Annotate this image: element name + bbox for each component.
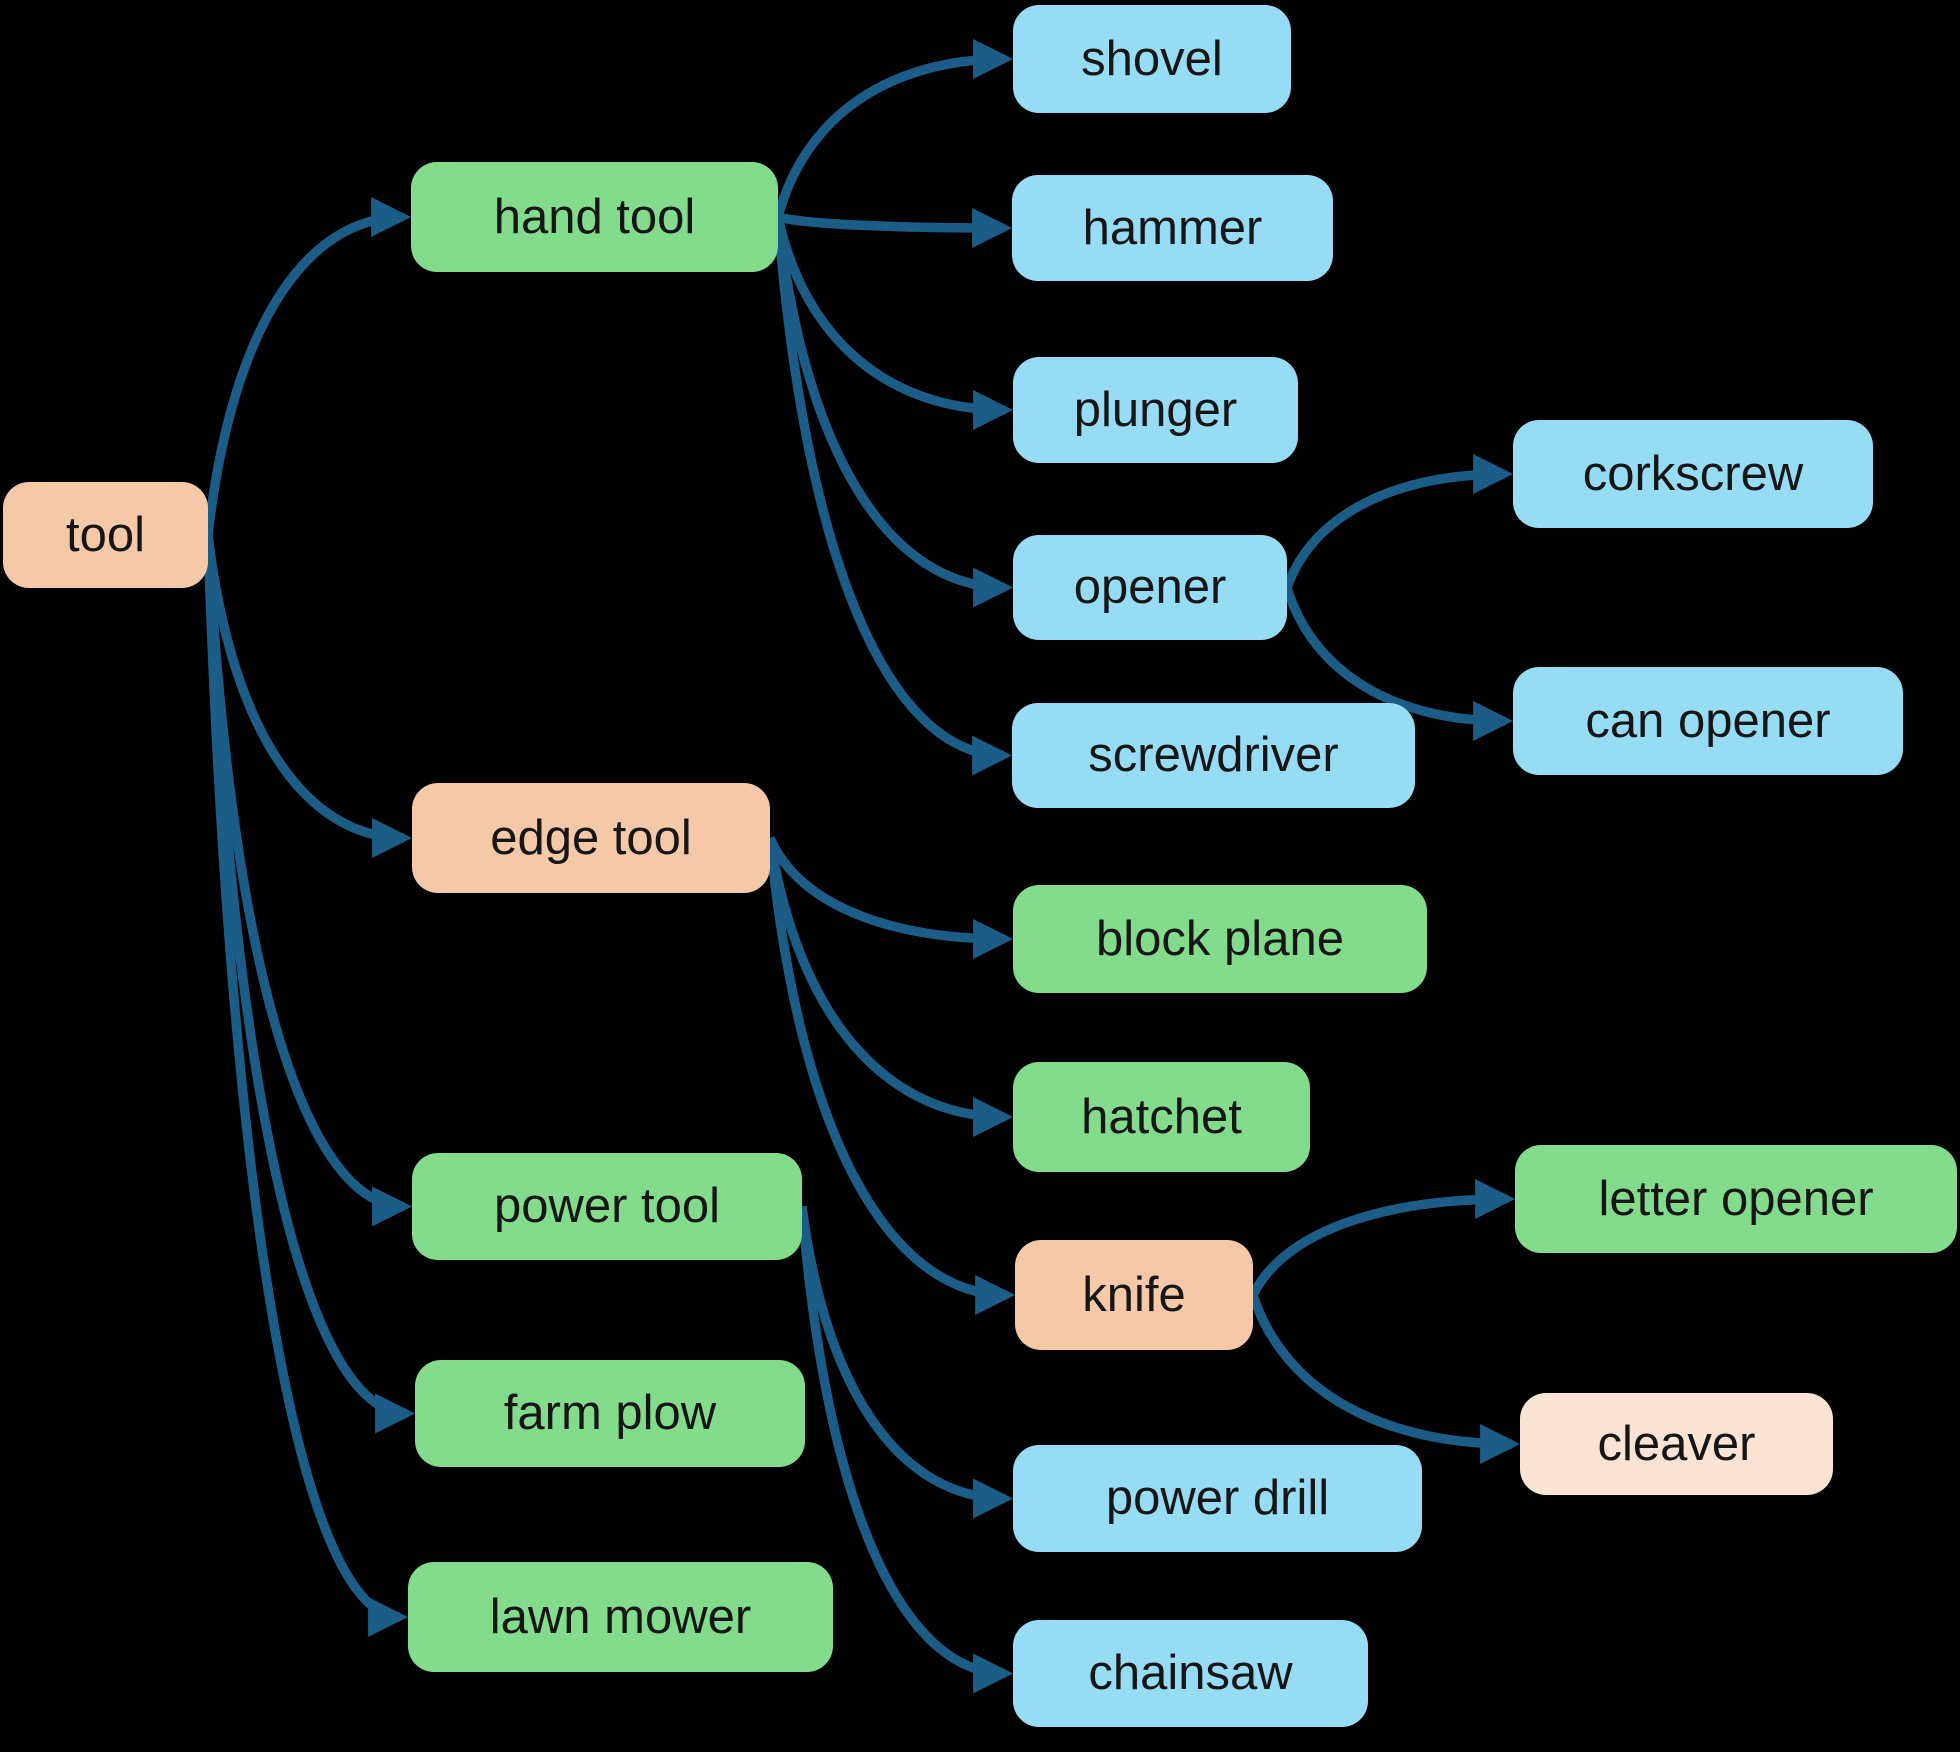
node-hammer: hammer bbox=[1012, 175, 1333, 281]
node-edge-tool: edge tool bbox=[412, 783, 770, 893]
edge-edge-tool-to-block-plane bbox=[765, 836, 1013, 959]
node-tool: tool bbox=[3, 482, 208, 588]
node-label-power-tool: power tool bbox=[493, 1179, 721, 1233]
node-label-lawn-mower: lawn mower bbox=[489, 1589, 752, 1644]
edge-knife-to-letter-opener bbox=[1248, 1179, 1515, 1298]
node-block-plane: block plane bbox=[1013, 885, 1427, 993]
node-label-tool: tool bbox=[65, 507, 145, 562]
edge-tool-to-edge-tool bbox=[203, 534, 412, 858]
node-label-corkscrew: corkscrew bbox=[1582, 446, 1804, 501]
node-label-edge-tool: edge tool bbox=[490, 810, 692, 865]
node-knife: knife bbox=[1015, 1240, 1253, 1350]
edge-opener-to-can-opener bbox=[1282, 586, 1513, 741]
node-plunger: plunger bbox=[1013, 357, 1298, 463]
node-label-knife: knife bbox=[1082, 1267, 1186, 1322]
edge-edge-tool-to-knife bbox=[765, 837, 1015, 1315]
node-label-block-plane: block plane bbox=[1096, 911, 1344, 966]
node-letter-opener: letter opener bbox=[1515, 1145, 1957, 1253]
edge-edge-tool-to-hatchet bbox=[765, 837, 1013, 1137]
node-label-can-opener: can opener bbox=[1585, 693, 1831, 748]
edge-opener-to-corkscrew bbox=[1282, 454, 1513, 590]
edge-tool-to-power-tool bbox=[203, 534, 412, 1227]
edge-hand-tool-to-hammer bbox=[776, 208, 1012, 248]
edge-hand-tool-to-opener bbox=[773, 216, 1013, 608]
edge-hand-tool-to-plunger bbox=[773, 215, 1013, 430]
node-shovel: shovel bbox=[1013, 5, 1291, 113]
edge-tool-to-hand-tool bbox=[203, 197, 411, 536]
node-cleaver: cleaver bbox=[1520, 1393, 1833, 1495]
node-label-chainsaw: chainsaw bbox=[1088, 1646, 1293, 1700]
node-farm-plow: farm plow bbox=[415, 1360, 805, 1467]
node-screwdriver: screwdriver bbox=[1012, 703, 1415, 808]
node-opener: opener bbox=[1013, 535, 1287, 640]
node-power-tool: power tool bbox=[412, 1153, 802, 1260]
node-label-opener: opener bbox=[1073, 560, 1227, 614]
node-hand-tool: hand tool bbox=[411, 162, 778, 272]
node-chainsaw: chainsaw bbox=[1013, 1620, 1368, 1727]
node-label-power-drill: power drill bbox=[1105, 1471, 1330, 1525]
node-label-screwdriver: screwdriver bbox=[1088, 728, 1339, 782]
node-power-drill: power drill bbox=[1013, 1445, 1422, 1552]
node-label-shovel: shovel bbox=[1081, 31, 1223, 86]
node-label-plunger: plunger bbox=[1073, 382, 1238, 437]
node-label-hand-tool: hand tool bbox=[493, 189, 696, 244]
edge-tool-to-lawn-mower bbox=[203, 534, 408, 1637]
node-label-hatchet: hatchet bbox=[1081, 1089, 1242, 1144]
node-hatchet: hatchet bbox=[1013, 1062, 1310, 1172]
edge-power-tool-to-power-drill bbox=[797, 1205, 1013, 1519]
node-corkscrew: corkscrew bbox=[1513, 420, 1873, 528]
node-can-opener: can opener bbox=[1513, 667, 1903, 775]
node-label-hammer: hammer bbox=[1082, 200, 1263, 255]
node-label-cleaver: cleaver bbox=[1597, 1416, 1756, 1471]
edge-tool-to-farm-plow bbox=[203, 534, 415, 1434]
edge-hand-tool-to-screwdriver bbox=[773, 216, 1012, 776]
edge-knife-to-cleaver bbox=[1248, 1293, 1520, 1464]
node-label-farm-plow: farm plow bbox=[503, 1386, 717, 1440]
node-label-letter-opener: letter opener bbox=[1598, 1171, 1874, 1226]
node-lawn-mower: lawn mower bbox=[408, 1562, 833, 1672]
edge-hand-tool-to-shovel bbox=[773, 39, 1013, 219]
